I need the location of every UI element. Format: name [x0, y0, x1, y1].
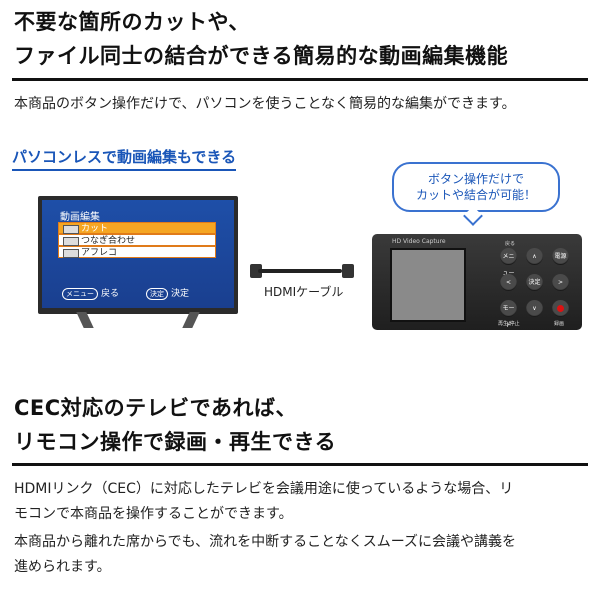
- device-play-label: 再生/停止: [498, 321, 520, 327]
- section2-para2-line1: 本商品から離れた席からでも、流れを中断することなくスムーズに会議や講義を: [14, 534, 517, 550]
- device-power-button[interactable]: 電源: [552, 248, 569, 265]
- tv-screen: 動画編集 カット つなぎ合わせ アフレコ メニュー戻る 決定決定: [42, 200, 234, 308]
- tv-menu-item-label: アフレコ: [81, 248, 118, 258]
- device-down-button[interactable]: ∨: [526, 300, 543, 317]
- tv-stand-right: [182, 312, 200, 328]
- speech-bubble: ボタン操作だけで カットや結合が可能！: [392, 162, 560, 212]
- section1-title-line1: 不要な箇所のカットや、: [14, 10, 250, 34]
- section2-title-line2: リモコン操作で録画・再生できる: [14, 430, 337, 454]
- bubble-line1: ボタン操作だけで: [427, 172, 524, 186]
- device-menu-button[interactable]: メニュー: [500, 248, 517, 277]
- section2-divider: [12, 463, 588, 466]
- section2-para1-line1: HDMIリンク（CEC）に対応したテレビを会議用途に使っているような場合、リ: [14, 481, 514, 497]
- capture-device: HD Video Capture 戻る メニュー ∧ 電源 < 決定 > モード…: [372, 234, 582, 330]
- tv-illustration: 動画編集 カット つなぎ合わせ アフレコ メニュー戻る 決定決定: [38, 196, 238, 314]
- tv-stand-left: [76, 312, 94, 328]
- device-mode-button[interactable]: モード: [500, 300, 517, 329]
- tv-menu-item-dub: アフレコ: [58, 246, 216, 258]
- section2-para1-line2: モコンで本商品を操作することができます。: [14, 506, 293, 522]
- tv-menu-title: 動画編集: [60, 212, 100, 223]
- hdmi-cable-label: HDMIケーブル: [264, 285, 344, 299]
- tv-back-hint: メニュー戻る: [62, 286, 119, 300]
- tv-back-label: 戻る: [101, 289, 120, 299]
- device-right-button[interactable]: >: [552, 274, 569, 291]
- section1-title-line2: ファイル同士の結合ができる簡易的な動画編集機能: [14, 44, 509, 68]
- device-back-label: 戻る: [505, 241, 516, 247]
- microphone-icon: [63, 249, 79, 258]
- hdmi-plug-right: [342, 264, 354, 278]
- section2-title-line1: CEC対応のテレビであれば、: [14, 396, 297, 420]
- device-record-button[interactable]: [552, 300, 569, 317]
- tv-menu-item-cut: カット: [58, 222, 216, 234]
- hdmi-plug-left: [250, 264, 262, 278]
- hdmi-cable: [258, 269, 342, 273]
- tv-menu-item-join: つなぎ合わせ: [58, 234, 216, 246]
- section2-para2-line2: 進められます。: [14, 559, 111, 575]
- tv-confirm-label: 決定: [171, 289, 190, 299]
- tv-confirm-key: 決定: [146, 288, 168, 300]
- tv-confirm-hint: 決定決定: [146, 286, 189, 300]
- tv-menu-item-label: カット: [81, 224, 109, 234]
- tv-menu-item-label: つなぎ合わせ: [81, 236, 136, 246]
- device-ok-button[interactable]: 決定: [526, 274, 543, 291]
- section1-subheading: パソコンレスで動画編集もできる: [12, 146, 237, 171]
- device-up-button[interactable]: ∧: [526, 248, 543, 265]
- bubble-line2: カットや結合が可能！: [415, 188, 536, 202]
- device-screen: [390, 248, 466, 322]
- device-left-button[interactable]: <: [500, 274, 517, 291]
- tv-back-key: メニュー: [62, 288, 98, 300]
- device-brand: HD Video Capture: [392, 238, 446, 245]
- cut-icon: [63, 225, 79, 234]
- join-icon: [63, 237, 79, 246]
- section1-divider: [12, 78, 588, 81]
- device-rec-label: 録画: [554, 321, 565, 327]
- section1-description: 本商品のボタン操作だけで、パソコンを使うことなく簡易的な編集ができます。: [14, 96, 516, 112]
